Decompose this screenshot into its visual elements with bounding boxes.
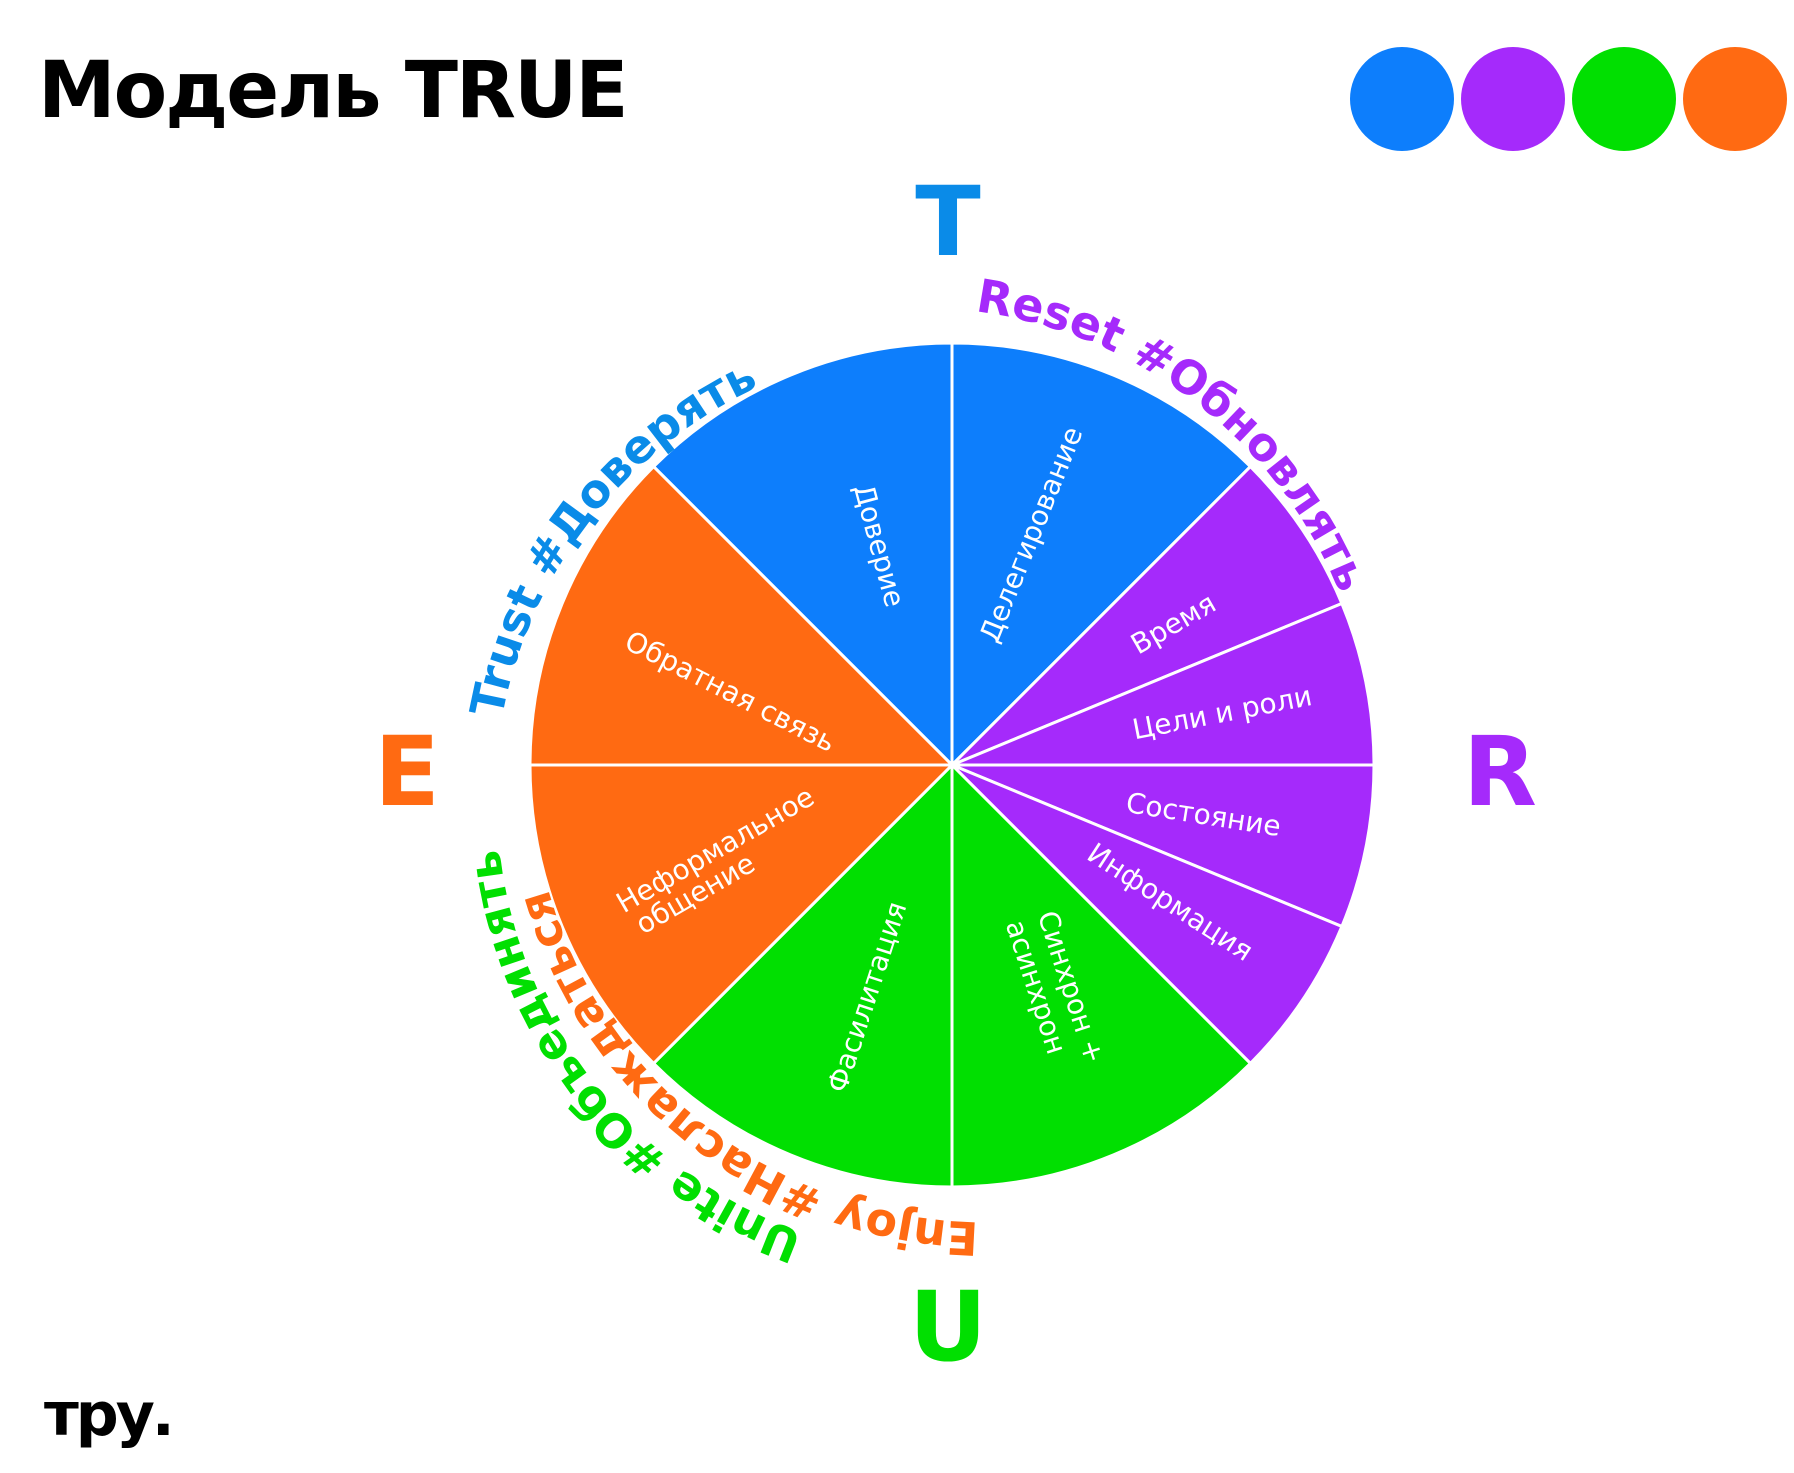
- letter-e: E: [374, 716, 440, 828]
- sector-reset-2: [951, 601, 1376, 767]
- letter-t: T: [915, 166, 980, 278]
- page-title: Модель TRUE: [38, 46, 629, 136]
- sector-trust-2: [950, 341, 1253, 769]
- wheel-sectors: [528, 341, 1376, 1189]
- letter-r: R: [1463, 716, 1537, 828]
- sector-unite-1: [950, 761, 1253, 1189]
- purple-dot: [1461, 47, 1565, 151]
- sector-unite-2: [651, 761, 954, 1189]
- sector-enjoy-2: [528, 464, 956, 767]
- sector-enjoy-1: [528, 763, 956, 1066]
- orange-dot: [1683, 47, 1787, 151]
- color-palette: [1350, 47, 1790, 151]
- sector-reset-1: [950, 464, 1344, 767]
- green-dot: [1572, 47, 1676, 151]
- brand-logo: тру.: [44, 1380, 175, 1450]
- sector-reset-3: [951, 763, 1376, 929]
- sector-trust-1: [651, 341, 954, 769]
- letter-u: U: [909, 1271, 987, 1383]
- sector-reset-4: [950, 763, 1344, 1066]
- blue-dot: [1350, 47, 1454, 151]
